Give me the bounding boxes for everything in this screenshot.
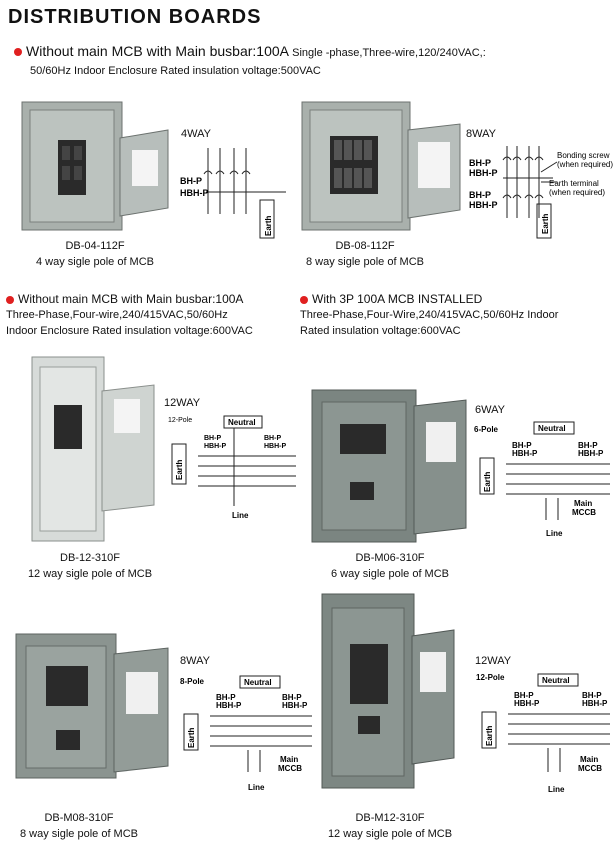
label-earth: Earth bbox=[175, 459, 184, 480]
label-earth-terminal: Earth terminal bbox=[549, 179, 599, 188]
section2-heading: Without main MCB with Main busbar:100A bbox=[6, 292, 243, 306]
section2-spec2: Indoor Enclosure Rated insulation voltag… bbox=[6, 325, 253, 337]
model-label: DB-04-112F bbox=[65, 240, 125, 252]
section3-title: With 3P 100A MCB INSTALLED bbox=[312, 292, 483, 306]
way-label: 12WAY bbox=[164, 397, 201, 409]
section3-spec2: Rated insulation voltage:600VAC bbox=[300, 325, 461, 337]
section1-spec2: 50/60Hz Indoor Enclosure Rated insulatio… bbox=[30, 65, 321, 77]
label-hbh-p: HBH-P bbox=[264, 443, 286, 450]
model-desc: 12 way sigle pole of MCB bbox=[327, 828, 453, 840]
label-bh-p: BH-P bbox=[469, 190, 491, 200]
panel-image-db-m06 bbox=[311, 389, 467, 543]
way-label: 8WAY bbox=[466, 128, 496, 140]
way-label: 4WAY bbox=[181, 128, 211, 140]
wiring-diagram-12way: 12-Pole Neutral BH-P HBH-P BH-P HBH-P Ea… bbox=[168, 415, 296, 520]
panel-image-db-m08 bbox=[15, 633, 169, 779]
label-hbh-p: HBH-P bbox=[582, 699, 608, 708]
model-label: DB-M12-310F bbox=[355, 812, 425, 824]
label-main: Main bbox=[280, 755, 298, 764]
model-desc: 12 way sigle pole of MCB bbox=[27, 568, 153, 580]
bullet-icon bbox=[300, 295, 308, 304]
label-bh-p: BH-P bbox=[204, 435, 221, 442]
label-mccb: MCCB bbox=[578, 764, 602, 773]
label-bh-p: BH-P bbox=[582, 691, 602, 700]
label-hbh-p: HBH-P bbox=[514, 699, 540, 708]
label-line: Line bbox=[546, 529, 563, 538]
label-pole: 6-Pole bbox=[474, 425, 499, 434]
model-label: DB-M08-310F bbox=[44, 812, 114, 824]
bullet-icon bbox=[6, 295, 14, 304]
label-line: Line bbox=[248, 783, 265, 792]
section3-heading: With 3P 100A MCB INSTALLED bbox=[300, 292, 482, 306]
label-bonding-screw: Bonding screw bbox=[557, 151, 610, 160]
label-bh-p: BH-P bbox=[514, 691, 534, 700]
label-when-required: (when required) bbox=[549, 188, 605, 197]
label-main: Main bbox=[580, 755, 598, 764]
label-pole: 12-Pole bbox=[168, 417, 192, 424]
label-hbh-p: HBH-P bbox=[469, 200, 498, 210]
label-bh-p: BH-P bbox=[578, 441, 598, 450]
label-line: Line bbox=[232, 511, 249, 520]
label-earth: Earth bbox=[187, 727, 196, 748]
wiring-diagram-12way-3p: 12-Pole Neutral BH-P HBH-P BH-P HBH-P Ea… bbox=[476, 673, 610, 794]
model-desc: 6 way sigle pole of MCB bbox=[331, 568, 449, 580]
label-hbh-p: HBH-P bbox=[512, 449, 538, 458]
label-neutral: Neutral bbox=[538, 424, 566, 433]
wiring-diagram-8way-3p: 8-Pole Neutral BH-P HBH-P BH-P HBH-P Ear… bbox=[180, 675, 312, 792]
model-desc: 4 way sigle pole of MCB bbox=[36, 256, 154, 268]
model-label: DB-M06-310F bbox=[355, 552, 425, 564]
panel-image-db-m12 bbox=[321, 593, 455, 789]
model-desc: 8 way sigle pole of MCB bbox=[306, 256, 424, 268]
label-hbh-p: HBH-P bbox=[204, 443, 226, 450]
label-pole: 12-Pole bbox=[476, 673, 505, 682]
model-label: DB-08-112F bbox=[335, 240, 395, 252]
label-neutral: Neutral bbox=[542, 676, 570, 685]
label-hbh-p: HBH-P bbox=[180, 188, 209, 198]
section3-spec1: Three-Phase,Four-Wire,240/415VAC,50/60Hz… bbox=[300, 309, 559, 321]
panel-image-db-12 bbox=[31, 356, 155, 542]
label-pole: 8-Pole bbox=[180, 677, 205, 686]
panel-image-db-08 bbox=[301, 101, 461, 231]
label-bh-p: BH-P bbox=[264, 435, 281, 442]
model-desc: 8 way sigle pole of MCB bbox=[20, 828, 138, 840]
bullet-icon bbox=[14, 48, 22, 57]
label-bh-p: BH-P bbox=[180, 176, 202, 186]
label-hbh-p: HBH-P bbox=[216, 701, 242, 710]
label-bh-p: BH-P bbox=[282, 693, 302, 702]
section1-spec: Single -phase,Three-wire,120/240VAC,: bbox=[292, 47, 486, 59]
label-earth: Earth bbox=[485, 725, 494, 746]
model-label: DB-12-310F bbox=[60, 552, 120, 564]
wiring-diagram-8way: BH-P HBH-P BH-P HBH-P Bonding screw (whe… bbox=[469, 146, 613, 239]
label-hbh-p: HBH-P bbox=[578, 449, 604, 458]
section2-title: Without main MCB with Main busbar:100A bbox=[18, 292, 244, 306]
section1-heading: Without main MCB with Main busbar:100A S… bbox=[14, 44, 486, 60]
label-earth: Earth bbox=[483, 471, 492, 492]
label-mccb: MCCB bbox=[572, 508, 596, 517]
page-title: DISTRIBUTION BOARDS bbox=[8, 6, 262, 28]
label-bh-p: BH-P bbox=[512, 441, 532, 450]
label-main: Main bbox=[574, 499, 592, 508]
way-label: 8WAY bbox=[180, 655, 210, 667]
label-mccb: MCCB bbox=[278, 764, 302, 773]
way-label: 6WAY bbox=[475, 404, 505, 416]
label-line: Line bbox=[548, 785, 565, 794]
way-label: 12WAY bbox=[475, 655, 512, 667]
section2-spec1: Three-Phase,Four-wire,240/415VAC,50/60Hz bbox=[6, 309, 228, 321]
label-earth: Earth bbox=[541, 213, 550, 234]
label-bh-p: BH-P bbox=[216, 693, 236, 702]
panel-image-db-04 bbox=[21, 101, 169, 231]
label-hbh-p: HBH-P bbox=[469, 168, 498, 178]
label-earth: Earth bbox=[264, 215, 273, 236]
wiring-diagram-4way: BH-P HBH-P Earth bbox=[180, 148, 286, 239]
wiring-diagram-6way: 6-Pole Neutral BH-P HBH-P BH-P HBH-P Ear… bbox=[474, 421, 610, 538]
label-when-required: (when required) bbox=[557, 160, 613, 169]
label-bh-p: BH-P bbox=[469, 158, 491, 168]
label-neutral: Neutral bbox=[244, 678, 272, 687]
label-hbh-p: HBH-P bbox=[282, 701, 308, 710]
section1-title: Without main MCB with Main busbar:100A bbox=[26, 43, 289, 59]
label-neutral: Neutral bbox=[228, 418, 256, 427]
